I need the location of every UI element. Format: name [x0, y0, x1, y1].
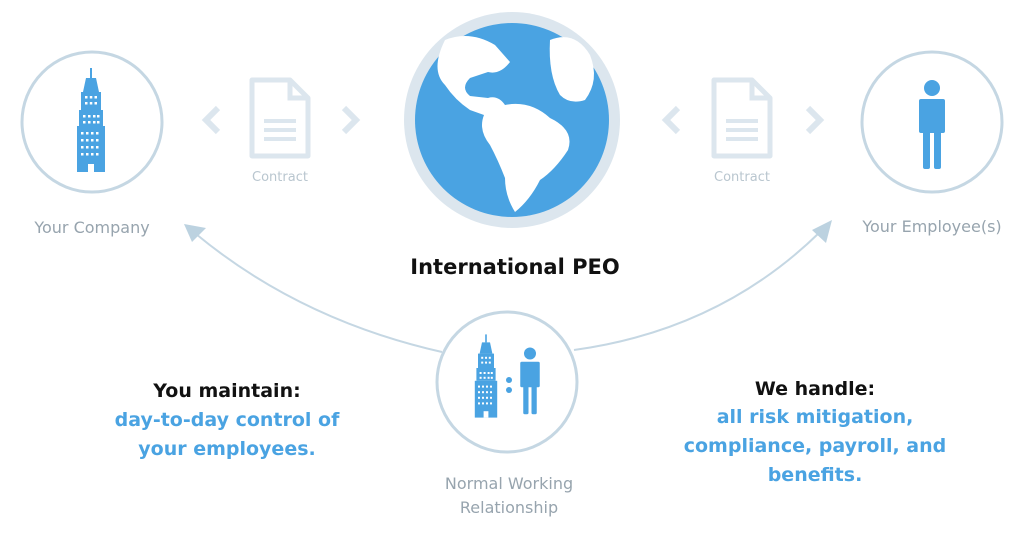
employee-label: Your Employee(s) — [862, 217, 1002, 236]
arrow-company — [184, 224, 206, 242]
contract-label-right: Contract — [714, 170, 770, 185]
right-note-line: all risk mitigation, — [716, 406, 914, 428]
chevron-left-icon — [206, 108, 218, 132]
arc-to-company — [195, 233, 443, 353]
chevron-right-icon — [344, 108, 356, 132]
colon-icon — [506, 377, 512, 383]
globe-icon — [404, 12, 620, 228]
document-icon — [252, 80, 308, 156]
right-note-line: compliance, payroll, and — [683, 435, 947, 457]
relationship-label-1: Normal Working — [444, 474, 574, 493]
document-icon — [714, 80, 770, 156]
arc-to-employee — [573, 231, 821, 351]
right-note-heading: We handle: — [754, 378, 876, 400]
chevron-right-icon — [808, 108, 820, 132]
arrow-employee — [812, 220, 832, 243]
left-note-heading: You maintain: — [153, 380, 301, 402]
center-title: International PEO — [410, 255, 620, 279]
company-label: Your Company — [34, 218, 150, 237]
contract-label-left: Contract — [252, 170, 308, 185]
left-note-line: your employees. — [138, 438, 316, 460]
relationship-label-2: Relationship — [459, 498, 559, 517]
right-note-line: benefits. — [767, 464, 863, 486]
left-note-line: day-to-day control of — [114, 409, 340, 431]
chevron-left-icon — [666, 108, 678, 132]
